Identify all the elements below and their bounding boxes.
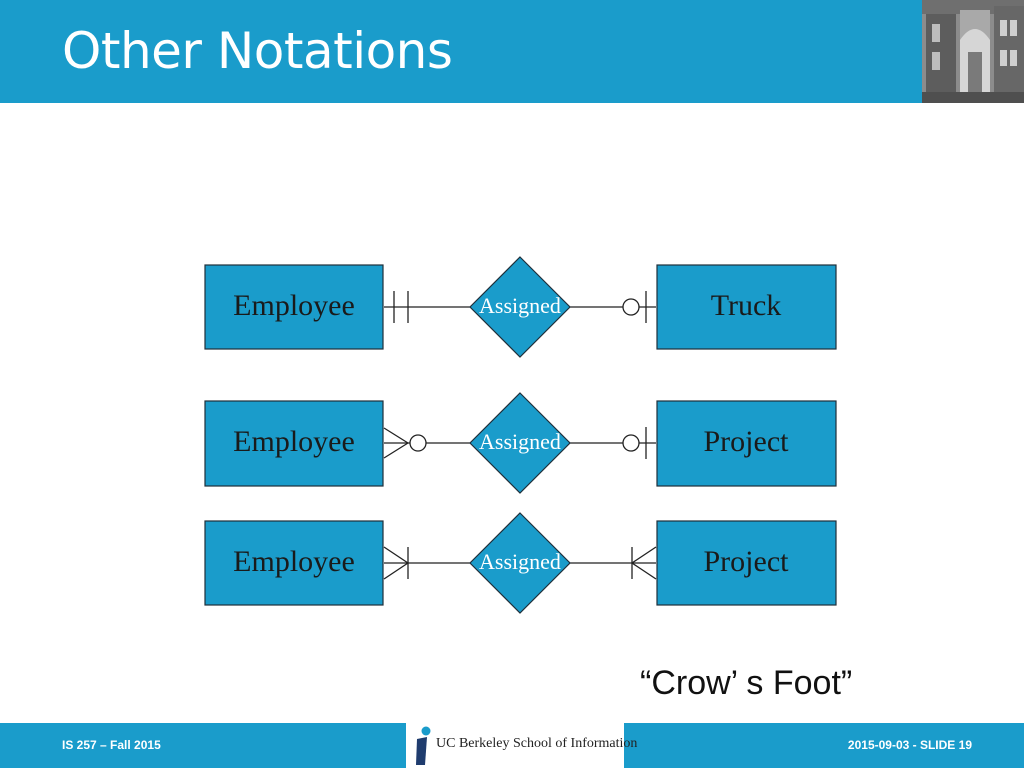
- er-row-2: Employee Assigned Project: [204, 392, 837, 494]
- one-or-many-symbol: [383, 546, 409, 580]
- caption-text-b: s Foot: [736, 664, 841, 702]
- crows-foot-caption: “Crow’ s Foot”: [640, 664, 852, 703]
- entity-label: Employee: [233, 289, 355, 322]
- zero-or-one-symbol: [622, 427, 647, 459]
- footer-bar: IS 257 – Fall 2015 UC Berkeley School of…: [0, 723, 1024, 768]
- entity-box: [204, 264, 384, 350]
- relationship-label: Assigned: [479, 293, 561, 318]
- entity-label: Truck: [711, 289, 782, 322]
- one-and-only-one-symbol: [393, 291, 409, 323]
- er-row-1: Employee Assigned Truck: [204, 256, 837, 358]
- entity-label: Project: [704, 425, 790, 458]
- title-bar: Other Notations: [0, 0, 1024, 103]
- entity-label: Employee: [233, 545, 355, 578]
- caption-open-quote: “: [640, 664, 652, 702]
- entity-box: [204, 400, 384, 487]
- school-logo: UC Berkeley School of Information: [406, 723, 637, 768]
- relationship-label: Assigned: [479, 429, 561, 454]
- zero-or-many-symbol: [383, 427, 427, 459]
- building-photo-icon: [922, 0, 1024, 103]
- relationship-diamond: [469, 512, 571, 614]
- one-or-many-symbol: [631, 546, 657, 580]
- entity-box: [204, 520, 384, 606]
- ischool-i-logo-icon: [416, 726, 431, 765]
- relationship-diamond: [469, 392, 571, 494]
- course-label: IS 257 – Fall 2015: [62, 738, 161, 752]
- caption-text-a: Crow: [651, 664, 731, 702]
- entity-box: [656, 400, 837, 487]
- slide-info: 2015-09-03 - SLIDE 19: [847, 738, 972, 752]
- zero-or-one-symbol: [622, 291, 647, 323]
- relationship-diamond: [469, 256, 571, 358]
- relationship-label: Assigned: [479, 549, 561, 574]
- caption-close-quote: ”: [840, 664, 853, 702]
- entity-label: Employee: [233, 425, 355, 458]
- school-logo-text: UC Berkeley School of Information: [436, 736, 638, 751]
- caption-apostrophe: ’: [730, 664, 737, 702]
- entity-box: [656, 264, 837, 350]
- entity-box: [656, 520, 837, 606]
- slide-title: Other Notations: [62, 22, 453, 80]
- er-row-3: Employee Assigned Project: [204, 512, 837, 614]
- entity-label: Project: [704, 545, 790, 578]
